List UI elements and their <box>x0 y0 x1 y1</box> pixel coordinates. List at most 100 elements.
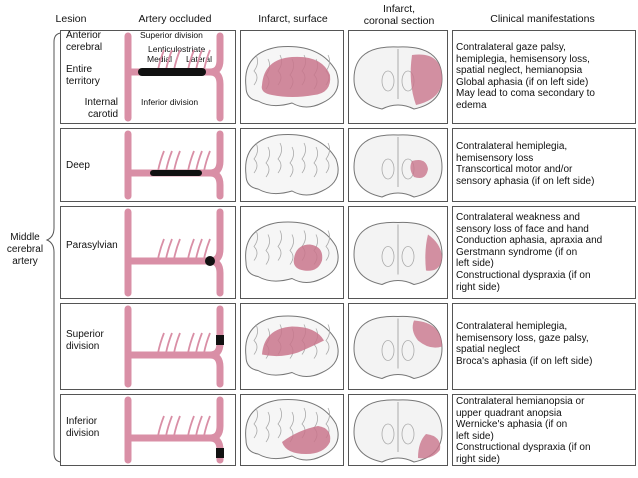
occlusion-mark <box>216 335 224 345</box>
gyrus-line <box>265 234 270 265</box>
ventricle-right <box>401 340 415 361</box>
artery-diagram-deep <box>124 130 224 200</box>
vessel-perforator <box>157 150 165 172</box>
vessel-perforator <box>195 332 203 354</box>
coronal-section-parasylvian <box>353 221 443 286</box>
gyrus-line <box>277 407 282 439</box>
ventricle-left <box>381 340 395 361</box>
gyrus-line <box>253 230 258 261</box>
clinical-text-inferior-division: Contralateral hemianopsia or upper quadr… <box>456 396 591 465</box>
vessel-perforator <box>173 238 181 260</box>
lesion-label-parasylvian: Parasylvian <box>66 240 118 251</box>
header-infarct-surface: Infarct, surface <box>258 13 328 25</box>
group-label-middle-cerebral-artery: Middle cerebral artery <box>6 232 44 267</box>
vessel-inferior-division <box>206 257 224 297</box>
gyrus-line <box>265 146 270 178</box>
vessel-perforator <box>203 49 211 71</box>
artery-diagram-parasylvian <box>124 208 224 297</box>
gyrus-line <box>289 234 294 265</box>
infarct-region <box>293 244 323 271</box>
clinical-text-superior-division: Contralateral hemiplegia, hemisensory lo… <box>456 321 593 367</box>
vessel-perforator <box>157 238 165 260</box>
brain-surface-parasylvian <box>245 221 339 283</box>
vessel-perforator <box>173 415 181 437</box>
gyrus-line <box>277 142 282 174</box>
brain-surface-entire-territory <box>245 46 339 108</box>
vessel-perforator <box>165 238 173 260</box>
infarct-region <box>282 426 331 454</box>
vessel-perforator <box>165 415 173 437</box>
vessel-perforator <box>173 150 181 172</box>
cell-parasylvian-clinical <box>452 206 636 299</box>
ventricle-left <box>381 158 395 180</box>
vessel-inferior-division <box>206 68 224 122</box>
gyrus-line <box>253 142 258 174</box>
clinical-text-parasylvian: Contralateral weakness and sensory loss … <box>456 212 603 293</box>
artery-label-superior-division: Superior division <box>140 30 203 40</box>
coronal-section-deep <box>353 134 443 198</box>
cell-inferior-division-artery <box>60 394 236 466</box>
artery-label-medial: Medial <box>147 54 173 64</box>
vessel-perforator <box>195 415 203 437</box>
vessel-perforator <box>165 332 173 354</box>
ventricle-left <box>381 70 395 92</box>
artery-label-lenticulostriate: Lenticulostriate <box>148 44 206 54</box>
vessel-superior-division <box>124 305 224 359</box>
occlusion-mark <box>205 256 215 266</box>
infarct-region <box>410 54 442 105</box>
lesion-label-deep: Deep <box>66 160 90 171</box>
occlusion-mark <box>150 170 202 176</box>
cell-parasylvian-artery <box>60 206 236 299</box>
cell-inferior-division-clinical <box>452 394 636 466</box>
cell-deep-clinical <box>452 128 636 202</box>
ventricle-left <box>381 423 395 445</box>
cell-superior-division-clinical <box>452 303 636 390</box>
brain-surface-superior-division <box>245 315 339 377</box>
ventricle-right <box>401 423 415 445</box>
ventricle-left <box>381 246 395 267</box>
gyrus-line <box>277 230 282 261</box>
header-clinical: Clinical manifestations <box>490 13 595 25</box>
brain-surface-inferior-division <box>245 399 339 461</box>
vessel-perforator <box>173 49 181 71</box>
cell-entire-territory-artery <box>60 30 236 124</box>
infarct-region <box>262 326 324 357</box>
vessel-perforator <box>187 49 195 71</box>
gyrus-line <box>325 142 330 174</box>
artery-label-inferior-division: Inferior division <box>141 97 199 107</box>
artery-diagram-entire-territory <box>124 32 224 122</box>
vessel-perforator <box>165 49 173 71</box>
cell-deep-artery <box>60 128 236 202</box>
gyrus-line <box>265 411 270 443</box>
vessel-perforator <box>195 49 203 71</box>
header-lesion: Lesion <box>55 13 87 25</box>
occlusion-mark <box>138 68 206 76</box>
gyrus-line <box>289 146 294 178</box>
artery-label-internal-carotid: Internal carotid <box>84 97 118 120</box>
vessel-inferior-division <box>206 169 224 200</box>
gyrus-line <box>325 230 330 261</box>
clinical-text-deep: Contralateral hemiplegia, hemisensory lo… <box>456 141 595 187</box>
gyrus-line <box>253 324 258 355</box>
clinical-text-entire-territory: Contralateral gaze palsy, hemiplegia, he… <box>456 42 595 111</box>
artery-diagram-superior-division <box>124 305 224 388</box>
lesion-label-inferior-division: Inferior division <box>66 416 100 439</box>
gyrus-line <box>301 142 306 174</box>
vessel-perforator <box>165 150 173 172</box>
cell-superior-division-artery <box>60 303 236 390</box>
infarct-region <box>418 434 441 459</box>
vessel-perforator <box>173 332 181 354</box>
vessel-superior-division <box>124 208 224 265</box>
vessel-inferior-division <box>206 351 224 388</box>
gyrus-line <box>253 54 258 86</box>
artery-diagram-inferior-division <box>124 396 224 464</box>
infarct-region <box>261 56 331 97</box>
artery-label-anterior-cerebral: Anterior cerebral <box>66 30 103 53</box>
vessel-perforator <box>187 150 195 172</box>
vessel-perforator <box>203 332 211 354</box>
vessel-perforator <box>187 415 195 437</box>
coronal-section-superior-division <box>353 315 443 380</box>
infarct-region <box>410 160 428 178</box>
